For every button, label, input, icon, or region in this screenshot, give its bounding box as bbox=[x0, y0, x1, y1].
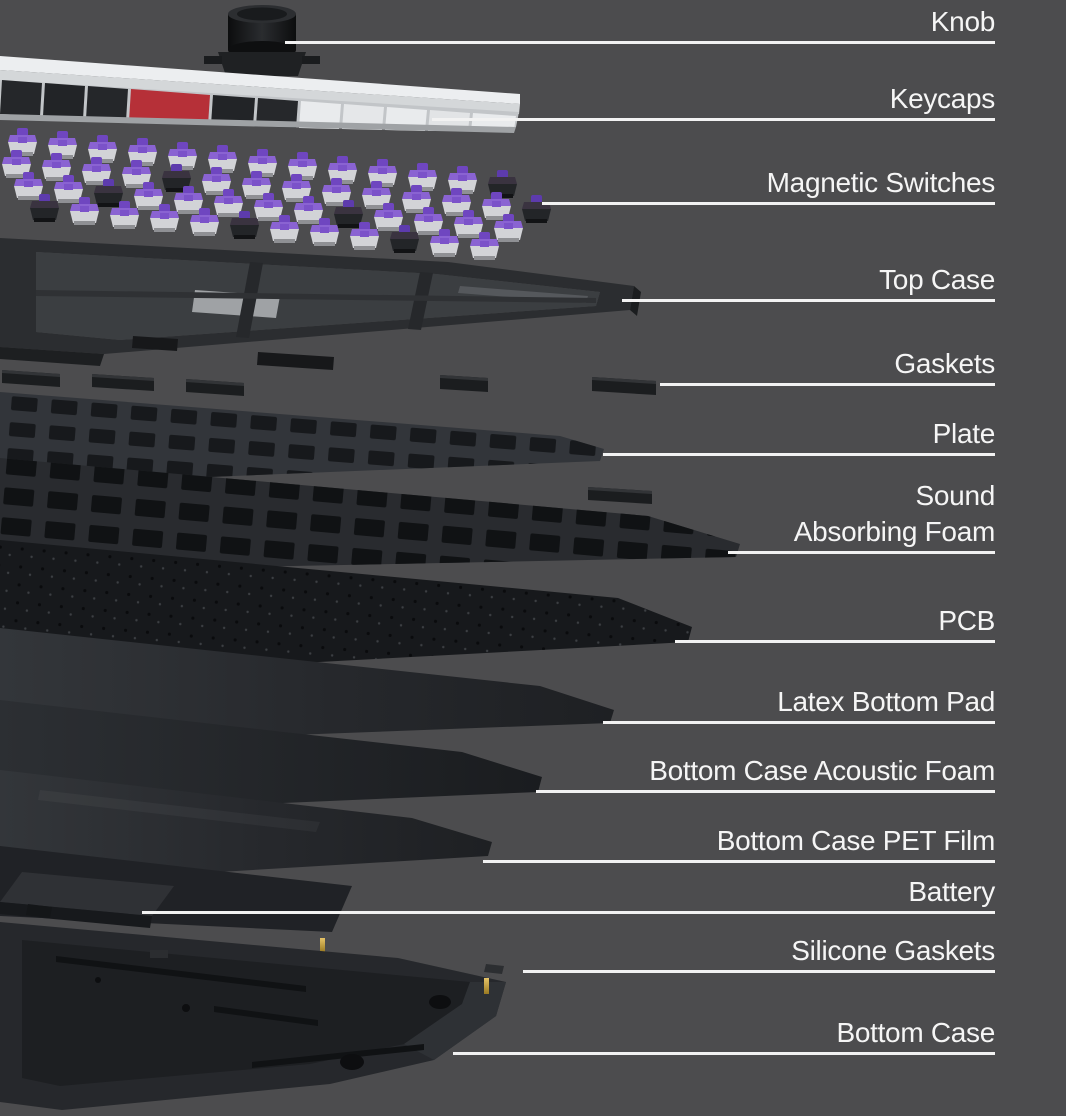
keycaps-illustration bbox=[0, 56, 520, 133]
leader-line-sound-absorbing-foam bbox=[728, 551, 995, 554]
label-latex-bottom-pad: Latex Bottom Pad bbox=[777, 686, 995, 717]
top-case-illustration bbox=[0, 238, 641, 370]
leader-line-top-case bbox=[622, 299, 995, 302]
silicone-gasket-nub bbox=[484, 964, 504, 974]
label-keycaps: Keycaps bbox=[889, 83, 996, 114]
label-silicone-gaskets: Silicone Gaskets bbox=[791, 935, 995, 966]
leader-line-knob bbox=[285, 41, 995, 44]
leader-line-latex-bottom-pad bbox=[603, 721, 995, 724]
bottom-case-pet-film-illustration bbox=[0, 770, 492, 880]
bottom-case-illustration bbox=[0, 922, 506, 1110]
leader-line-bottom-case bbox=[453, 1052, 995, 1055]
pogo-pin bbox=[484, 978, 489, 994]
battery-illustration bbox=[0, 846, 352, 952]
leader-line-gaskets bbox=[660, 383, 995, 386]
leader-line-silicone-gaskets bbox=[523, 970, 995, 973]
leader-line-plate bbox=[603, 453, 995, 456]
label-top-case: Top Case bbox=[879, 264, 995, 295]
label-magnetic-switches: Magnetic Switches bbox=[766, 167, 996, 198]
leader-line-magnetic-switches bbox=[542, 202, 995, 205]
magnetic-switches-illustration bbox=[2, 128, 551, 260]
label-bottom-case-acoustic-foam: Bottom Case Acoustic Foam bbox=[649, 755, 995, 786]
leader-line-bottom-case-pet-film bbox=[483, 860, 995, 863]
label-gaskets: Gaskets bbox=[894, 348, 995, 379]
gaskets-illustration bbox=[2, 370, 656, 396]
label-sound-absorbing-foam: Sound Absorbing Foam bbox=[793, 480, 996, 547]
label-bottom-case-pet-film: Bottom Case PET Film bbox=[716, 825, 996, 856]
label-pcb: PCB bbox=[938, 605, 995, 636]
plate-illustration bbox=[0, 392, 652, 504]
pogo-pin bbox=[320, 938, 325, 952]
leader-line-bottom-case-acoustic-foam bbox=[536, 790, 995, 793]
label-plate: Plate bbox=[932, 418, 996, 449]
leader-line-keycaps bbox=[432, 118, 995, 121]
leader-line-battery bbox=[142, 911, 995, 914]
label-knob: Knob bbox=[930, 6, 996, 37]
label-battery: Battery bbox=[908, 876, 995, 907]
label-bottom-case: Bottom Case bbox=[836, 1017, 995, 1048]
leader-line-pcb bbox=[675, 640, 995, 643]
